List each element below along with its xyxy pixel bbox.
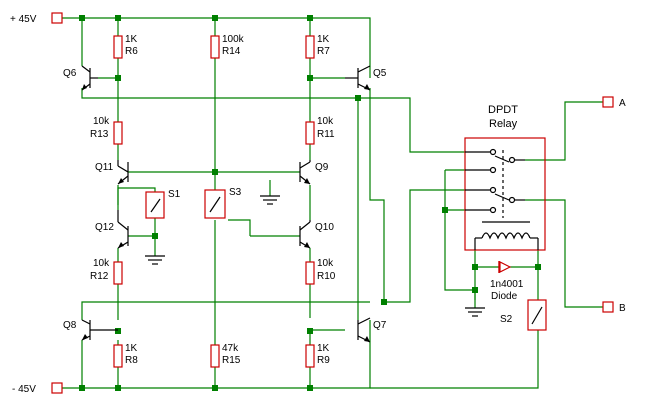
r10-value: 10k: [317, 258, 334, 269]
r14-value: 100k: [222, 34, 245, 45]
q7-label: Q7: [373, 320, 387, 331]
relay-coil: [474, 221, 539, 250]
transistor-q12: [117, 210, 129, 249]
q11-label: Q11: [95, 162, 114, 173]
q9-label: Q9: [315, 162, 329, 173]
output-terminals: A B: [602, 96, 626, 314]
r8-name: R8: [125, 355, 138, 366]
diode-label: Diode: [491, 291, 518, 302]
transistor-q9: [299, 160, 311, 185]
resistor-r12: [113, 261, 123, 285]
output-a-terminal: [602, 96, 614, 108]
transistor-q10: [299, 220, 311, 249]
r14-name: R14: [222, 46, 241, 57]
r9-name: R9: [317, 355, 330, 366]
resistor-r7: [305, 35, 315, 59]
resistor-r8: [113, 344, 123, 368]
transistor-q11: [117, 160, 129, 185]
transistor-q5: [345, 65, 371, 91]
supply-terminals: + 45V - 45V: [10, 12, 63, 395]
negative-supply-terminal: [51, 382, 63, 394]
positive-supply-label: + 45V: [10, 14, 37, 25]
ground-icon: [260, 195, 280, 205]
relay-contacts: [465, 148, 525, 218]
positive-supply-terminal: [51, 12, 63, 24]
relay-title-line2: Relay: [489, 118, 518, 130]
output-a-label: A: [619, 98, 626, 109]
r7-name: R7: [317, 46, 330, 57]
r15-name: R15: [222, 355, 241, 366]
relay: DPDT Relay: [464, 104, 546, 251]
r11-value: 10k: [317, 116, 334, 127]
output-b-label: B: [619, 303, 626, 314]
r11-name: R11: [317, 129, 335, 140]
r9-value: 1K: [317, 343, 330, 354]
q5-label: Q5: [373, 68, 387, 79]
resistor-r14: [210, 35, 220, 59]
diode-d1: 1n4001 Diode: [490, 261, 524, 302]
ground-icon: [465, 307, 485, 317]
resistor-r11: [305, 121, 315, 145]
relay-body: [464, 137, 546, 251]
r6-value: 1K: [125, 34, 138, 45]
wires: [62, 17, 603, 389]
resistor-r6: [113, 35, 123, 59]
diode-part: 1n4001: [490, 279, 524, 290]
s3-label: S3: [229, 187, 242, 198]
relay-title-line1: DPDT: [488, 104, 518, 116]
resistor-r15: [210, 344, 220, 368]
r12-name: R12: [90, 271, 109, 282]
q12-label: Q12: [95, 222, 114, 233]
ground-icon: [145, 255, 165, 265]
resistor-r9: [305, 344, 315, 368]
q8-label: Q8: [63, 320, 77, 331]
switch-s3: [204, 189, 226, 219]
junctions: [79, 15, 541, 391]
switch-s2: [527, 299, 547, 331]
r7-value: 1K: [317, 34, 330, 45]
q6-label: Q6: [63, 68, 77, 79]
transistor-q8: [81, 319, 118, 341]
transistor-q7: [357, 317, 371, 343]
switches: S1 S3 S2: [145, 187, 547, 331]
ground-symbols: [145, 195, 485, 317]
resistor-r10: [305, 261, 315, 285]
r15-value: 47k: [222, 343, 239, 354]
r12-value: 10k: [93, 258, 110, 269]
transistor-q6: [81, 65, 98, 91]
transistors: Q6 Q5 Q11 Q9: [63, 65, 387, 343]
output-b-terminal: [602, 301, 614, 313]
r10-name: R10: [317, 271, 336, 282]
r13-name: R13: [90, 129, 109, 140]
s1-label: S1: [168, 189, 181, 200]
resistors: 1K R6 100k R14 1K R7 10k R13 10k R11 10k…: [90, 34, 336, 368]
r13-value: 10k: [93, 116, 110, 127]
q10-label: Q10: [315, 222, 334, 233]
negative-supply-label: - 45V: [12, 384, 36, 395]
resistor-r13: [113, 121, 123, 145]
switch-s1: [145, 191, 165, 219]
s2-label: S2: [500, 314, 513, 325]
r8-value: 1K: [125, 343, 138, 354]
r6-name: R6: [125, 46, 138, 57]
